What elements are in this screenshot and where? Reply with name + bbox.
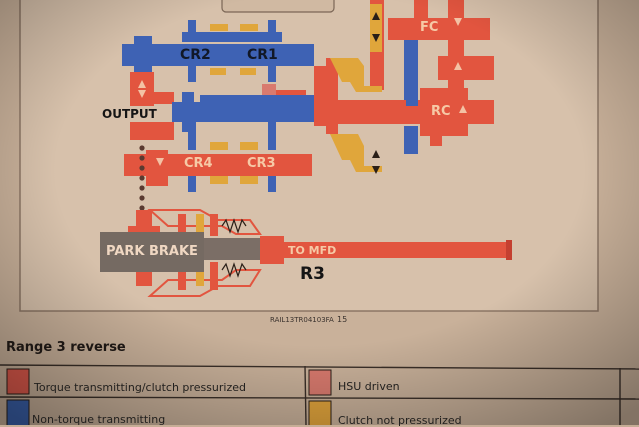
section-title: Range 3 reverse [6,340,126,355]
park-brake-label: PARK BRAKE [106,244,198,259]
cr1-label: CR1 [247,47,278,63]
rc-label: RC [431,104,451,119]
cr3-label: CR3 [247,156,276,171]
legend-label-torque: Torque transmitting/clutch pressurized [34,381,246,394]
output-label: OUTPUT [102,107,157,121]
range-label: R3 [300,264,325,284]
legend-label-clutch: Clutch not pressurized [338,414,462,427]
cr4-label: CR4 [184,156,213,171]
to-mfd-label: TO MFD [288,244,337,257]
fc-label: FC [420,20,439,35]
page-number: 15 [337,315,348,324]
figure-code: RAIL13TR04103FA [270,316,334,324]
legend-label-hsu: HSU driven [338,380,400,393]
legend-label-non-torque: Non-torque transmitting [32,413,166,426]
cr2-label: CR2 [180,47,211,63]
